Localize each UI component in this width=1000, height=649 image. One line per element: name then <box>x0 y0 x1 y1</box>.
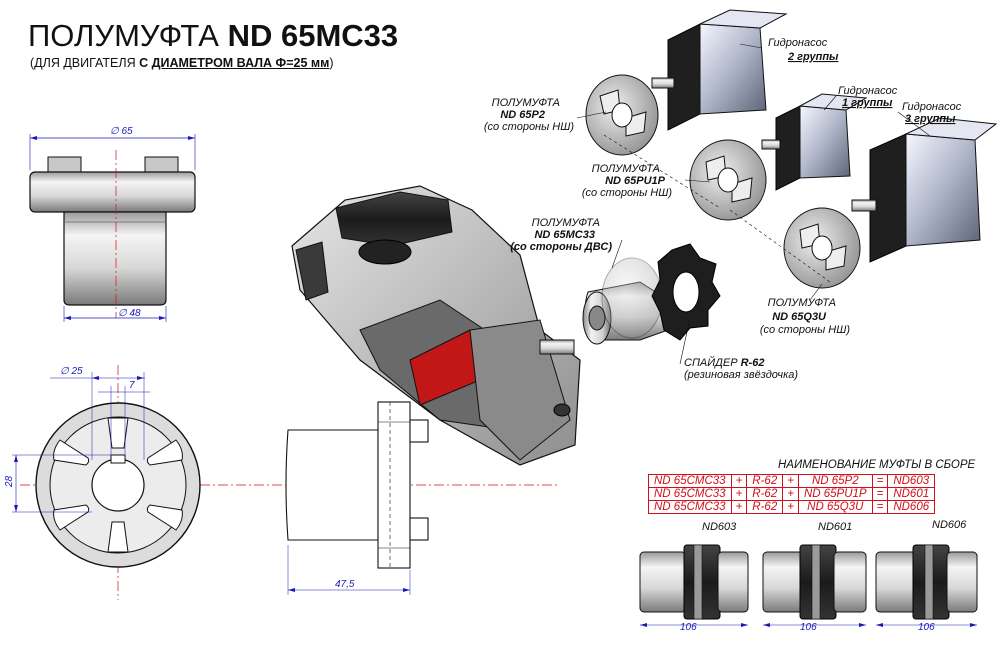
label-coupling-p2: ПОЛУМУФТА ND 65P2 (со стороны НШ) <box>484 97 575 133</box>
assembly-nd601: ND601 106 <box>762 521 867 633</box>
table-cell: + <box>782 474 799 488</box>
assembly-nd606: ND606 106 <box>875 519 978 633</box>
label-coupling-mc33: ПОЛУМУФТА ND 65MC33 (со стороны ДВС) <box>510 217 612 253</box>
coupling-mc33-3d <box>582 257 669 345</box>
svg-text:Гидронасос: Гидронасос <box>838 85 898 97</box>
side-view-top: ∅ 65 ∅ 48 <box>29 126 196 322</box>
dim-bore-diameter: ∅ 25 <box>60 366 83 377</box>
coupling-q3u-3d <box>783 207 861 289</box>
label-spider: СПАЙДЕР R-62 (резиновая звёздочка) <box>684 356 798 381</box>
dim-key-width: 7 <box>129 380 135 391</box>
label-pump-group-1: Гидронасос 1 группы <box>838 85 898 109</box>
table-cell: + <box>730 500 748 514</box>
svg-text:1 группы: 1 группы <box>842 97 893 109</box>
table-cell: + <box>782 500 799 514</box>
assembly-nd603: ND603 106 <box>639 521 749 633</box>
table-cell: = <box>871 474 889 488</box>
svg-text:ND 65PU1P: ND 65PU1P <box>605 175 666 187</box>
front-view: ∅ 25 7 28 <box>4 365 560 600</box>
svg-text:ND601: ND601 <box>818 521 852 533</box>
svg-text:СПАЙДЕР R-62: СПАЙДЕР R-62 <box>684 356 764 369</box>
table-row: ND 65СMC33+R-62+ND 65Q3U=ND606 <box>648 500 936 514</box>
pump-group-1 <box>761 93 868 191</box>
coupling-p2-3d <box>585 74 659 156</box>
svg-text:(со стороны ДВС): (со стороны ДВС) <box>510 241 612 253</box>
pump-group-2 <box>651 9 788 131</box>
svg-text:106: 106 <box>918 622 935 633</box>
svg-text:106: 106 <box>680 622 697 633</box>
svg-text:ND 65P2: ND 65P2 <box>500 109 545 121</box>
svg-text:ПОЛУМУФТА: ПОЛУМУФТА <box>592 163 660 175</box>
table-cell: R-62 <box>746 487 784 501</box>
svg-text:(со стороны НШ): (со стороны НШ) <box>760 324 851 336</box>
svg-text:3 группы: 3 группы <box>905 113 956 125</box>
svg-text:2 группы: 2 группы <box>787 51 839 63</box>
table-cell: ND 65СMC33 <box>648 487 732 501</box>
table-row: ND 65СMC33+R-62+ND 65PU1P=ND601 <box>648 487 936 501</box>
table-cell: = <box>871 487 889 501</box>
leader-lines <box>576 43 931 365</box>
dim-length: 47,5 <box>335 579 355 590</box>
svg-text:106: 106 <box>800 622 817 633</box>
dim-outer-diameter: ∅ 65 <box>110 126 133 137</box>
table-cell: ND606 <box>887 500 936 514</box>
svg-text:Гидронасос: Гидронасос <box>902 101 962 113</box>
label-coupling-q3u: ПОЛУМУФТА ND 65Q3U (со стороны НШ) <box>760 297 851 336</box>
table-cell: ND601 <box>887 487 936 501</box>
table-cell: R-62 <box>746 500 784 514</box>
coupling-pu1p-3d <box>689 139 767 221</box>
table-cell: + <box>730 487 748 501</box>
svg-text:ND603: ND603 <box>702 521 737 533</box>
side-section-view <box>285 401 429 595</box>
svg-text:(со стороны НШ): (со стороны НШ) <box>582 187 673 199</box>
svg-text:ND606: ND606 <box>932 519 967 531</box>
table-cell: R-62 <box>746 474 784 488</box>
spider-r62-3d <box>651 243 721 341</box>
page-subtitle: (ДЛЯ ДВИГАТЕЛЯ С ДИАМЕТРОМ ВАЛА Ф=25 мм) <box>30 56 334 70</box>
table-cell: ND 65P2 <box>797 474 873 488</box>
table-cell: ND 65СMC33 <box>648 500 732 514</box>
table-cell: ND 65Q3U <box>797 500 873 514</box>
table-cell: ND 65СMC33 <box>648 474 732 488</box>
assembly-table-caption: НАИМЕНОВАНИЕ МУФТЫ В СБОРЕ <box>778 459 976 471</box>
svg-text:(резиновая звёздочка): (резиновая звёздочка) <box>684 369 798 381</box>
label-pump-group-3: Гидронасос 3 группы <box>902 101 962 125</box>
svg-text:(со стороны НШ): (со стороны НШ) <box>484 121 575 133</box>
svg-text:ND 65Q3U: ND 65Q3U <box>772 311 827 323</box>
table-cell: ND 65PU1P <box>797 487 873 501</box>
svg-text:ND 65MC33: ND 65MC33 <box>534 229 595 241</box>
dim-key-height: 28 <box>4 475 15 488</box>
svg-text:ПОЛУМУФТА: ПОЛУМУФТА <box>492 97 560 109</box>
table-cell: + <box>730 474 748 488</box>
svg-text:ПОЛУМУФТА: ПОЛУМУФТА <box>768 297 836 309</box>
pump-group-3 <box>851 117 998 263</box>
table-row: ND 65СMC33+R-62+ND 65P2=ND603 <box>648 474 936 488</box>
engine-illustration <box>291 185 581 466</box>
dim-hub-diameter: ∅ 48 <box>118 308 141 319</box>
svg-text:ПОЛУМУФТА: ПОЛУМУФТА <box>532 217 600 229</box>
table-cell: ND603 <box>887 474 936 488</box>
page-title: ПОЛУМУФТА ND 65MC33 <box>28 18 399 53</box>
table-cell: = <box>871 500 889 514</box>
label-coupling-pu1p: ПОЛУМУФТА ND 65PU1P (со стороны НШ) <box>582 163 673 199</box>
svg-text:Гидронасос: Гидронасос <box>768 37 828 49</box>
label-pump-group-2: Гидронасос 2 группы <box>768 37 839 63</box>
table-cell: + <box>782 487 799 501</box>
